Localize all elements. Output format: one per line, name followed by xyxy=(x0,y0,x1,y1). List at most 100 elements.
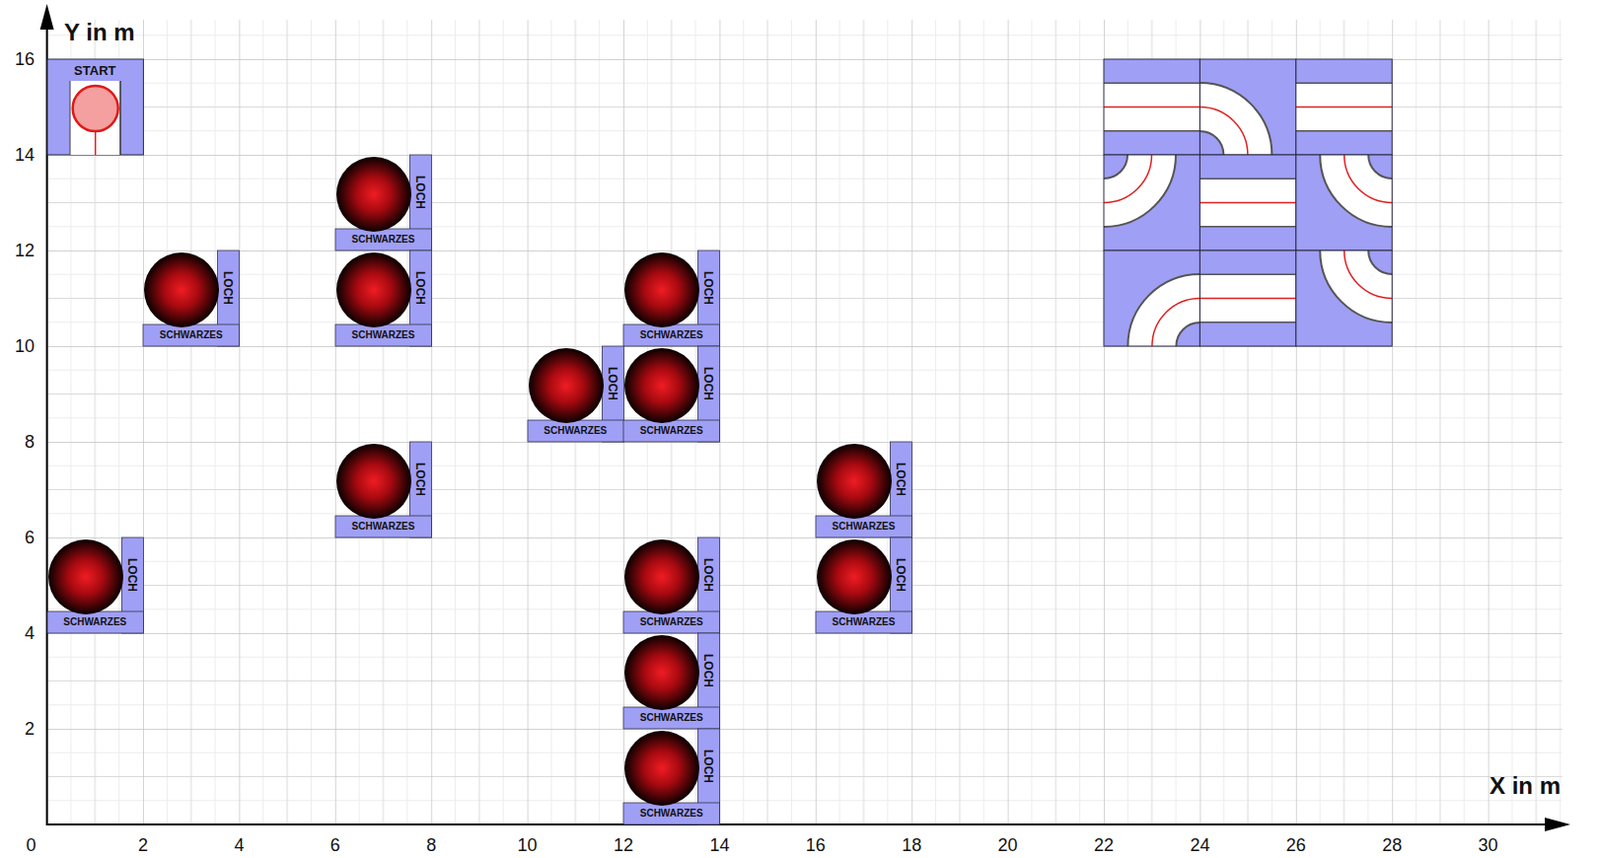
black-hole xyxy=(624,348,700,424)
track-tile xyxy=(1103,59,1200,155)
black-hole-tile: SCHWARZESLOCH xyxy=(623,728,720,825)
tick-label: 12 xyxy=(613,836,634,855)
label-holder: 30 xyxy=(1478,836,1499,856)
tile-border xyxy=(1296,154,1392,251)
strip-label: SCHWARZES xyxy=(640,426,704,437)
text-holder: LOCH xyxy=(697,346,720,421)
center-line xyxy=(1199,107,1248,156)
tick-label: 8 xyxy=(426,836,437,855)
road-edge xyxy=(1199,274,1296,277)
text-holder: LOCH xyxy=(889,441,912,516)
tile-border xyxy=(1103,250,1200,347)
black-hole xyxy=(624,252,700,328)
ball xyxy=(72,85,118,132)
black-hole-tile: SCHWARZESLOCH xyxy=(815,537,912,634)
black-hole-tile: SCHWARZESLOCH xyxy=(623,633,720,729)
axis-title: Y in m xyxy=(64,20,136,45)
tile-ground xyxy=(47,59,144,155)
label-strip xyxy=(623,324,720,347)
label-strip xyxy=(815,515,912,538)
center-line xyxy=(1344,250,1392,299)
text-holder: SCHWARZES xyxy=(623,802,720,825)
tick-label: 16 xyxy=(14,50,35,69)
text-holder: LOCH xyxy=(697,250,720,325)
strip-label: SCHWARZES xyxy=(832,521,896,532)
label-holder: 14 xyxy=(709,836,729,856)
text-holder: LOCH xyxy=(217,250,239,325)
road xyxy=(1344,250,1392,299)
road xyxy=(1103,82,1200,132)
label-holder: 28 xyxy=(1381,836,1402,856)
road xyxy=(1199,107,1248,156)
black-hole xyxy=(816,539,892,615)
tile-border xyxy=(1199,59,1296,155)
tile-border xyxy=(1103,59,1200,155)
center-line xyxy=(1199,297,1296,300)
road xyxy=(1199,274,1296,323)
text-holder: SCHWARZES xyxy=(623,420,720,442)
center-line xyxy=(1103,106,1200,109)
label-holder: 6 xyxy=(24,528,35,548)
strip-label: SCHWARZES xyxy=(640,617,704,628)
vertical-strip-label: LOCH xyxy=(894,558,907,592)
label-strip xyxy=(623,707,720,729)
black-hole xyxy=(624,539,700,615)
black-hole-tile: SCHWARZES LOCH xyxy=(815,441,912,538)
road-edge xyxy=(1296,130,1392,133)
black-hole-tile: SCHWARZES LOCH xyxy=(527,346,624,442)
track-tiles xyxy=(1056,59,1441,395)
label-holder: 0 xyxy=(26,836,37,856)
tile-ground xyxy=(1103,59,1200,155)
label-strip xyxy=(623,420,720,442)
center-line xyxy=(1103,154,1153,204)
vertical-strip-label: LOCH xyxy=(702,271,715,305)
black-hole xyxy=(624,635,700,711)
label-strip xyxy=(815,611,912,634)
black-hole xyxy=(528,348,604,424)
black-hole xyxy=(336,252,412,328)
tick-label: 10 xyxy=(14,337,35,356)
tick-label: 8 xyxy=(24,433,35,451)
label-holder: X in m xyxy=(1489,774,1561,799)
label-holder: 22 xyxy=(1093,836,1114,856)
vertical-strip-label: LOCH xyxy=(414,271,427,305)
road-edge xyxy=(1199,321,1296,324)
strip-label: SCHWARZES xyxy=(640,808,704,819)
text-holder: SCHWARZES xyxy=(335,228,432,251)
black-hole-tile: SCHWARZES LOCH xyxy=(623,250,720,347)
black-hole xyxy=(624,730,700,806)
tick-label: 22 xyxy=(1093,836,1114,855)
vertical-strip-label: LOCH xyxy=(221,271,234,305)
track-tile xyxy=(1296,59,1392,155)
label-holder: 26 xyxy=(1286,836,1307,856)
vertical-strip-label: LOCH xyxy=(702,558,715,592)
text-holder: START xyxy=(47,60,144,81)
road xyxy=(1199,178,1296,227)
text-holder: SCHWARZES xyxy=(815,515,912,538)
tick-label: 2 xyxy=(138,836,148,855)
tick-label: 10 xyxy=(517,836,538,855)
text-holder: LOCH xyxy=(697,537,720,612)
text-holder: SCHWARZES xyxy=(623,611,720,634)
vertical-strip-label: LOCH xyxy=(606,366,619,401)
tile-border xyxy=(1199,154,1296,251)
label-holder: 18 xyxy=(901,836,922,856)
tick-label: 26 xyxy=(1286,836,1307,855)
grid xyxy=(47,19,1563,825)
tick-label: 14 xyxy=(14,145,35,164)
road-edge xyxy=(1103,154,1153,204)
text-holder: LOCH xyxy=(697,633,720,708)
strip-label: SCHWARZES xyxy=(543,426,607,437)
text-holder: SCHWARZES xyxy=(623,324,720,347)
black-hole-tile: SCHWARZESLOCH xyxy=(335,250,432,347)
tile-ground xyxy=(1199,154,1296,251)
center-line xyxy=(1152,298,1200,348)
text-holder: SCHWARZES xyxy=(335,515,432,538)
tick-label: 16 xyxy=(805,836,826,855)
label-holder: 8 xyxy=(24,433,35,452)
road-edge xyxy=(1199,225,1296,228)
label-holder: 14 xyxy=(14,145,35,165)
tick-label: 12 xyxy=(14,241,35,260)
black-hole xyxy=(816,443,892,519)
